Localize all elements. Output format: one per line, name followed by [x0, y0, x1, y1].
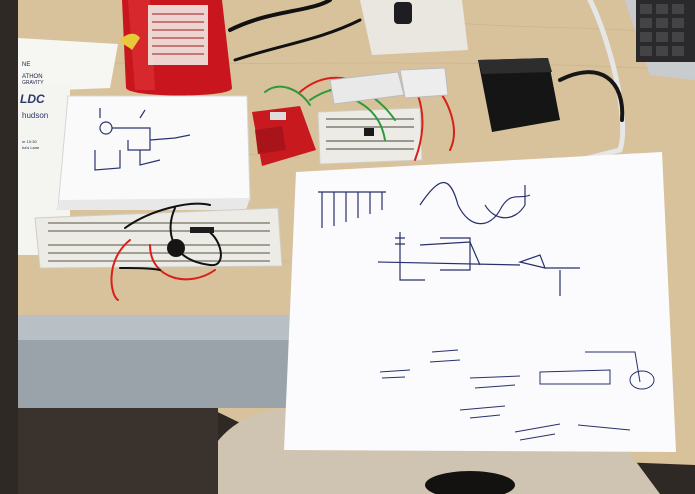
- circuit-sketch-drawing: [94, 108, 191, 171]
- banana: [120, 33, 140, 50]
- battery-pack: [478, 58, 560, 132]
- large-sketch-paper: [284, 152, 676, 452]
- component-bag: [360, 0, 468, 55]
- component-header: [190, 227, 214, 233]
- circuit-sketch-sheet: [57, 95, 251, 209]
- document-brand: hudson: [22, 111, 49, 120]
- circuit-sketch-sheet-under: [56, 198, 250, 210]
- laptop-corner: [625, 0, 695, 80]
- red-soda-can: [122, 0, 232, 96]
- lipo-battery-2: [399, 67, 449, 99]
- document-footer-1: nr 10:30: [22, 139, 37, 144]
- large-board-wires: [110, 202, 222, 301]
- document-logo-mark: LDC: [20, 92, 45, 106]
- circuit-diagram-sketch: [377, 232, 580, 296]
- document-line-3: GRAVITY: [22, 80, 44, 86]
- large-breadboard: [34, 207, 283, 269]
- table-edge-highlight: [18, 315, 290, 340]
- document-footer-2: ha's Lane: [22, 145, 40, 150]
- document-line-2: ATHON: [22, 74, 43, 80]
- document-line-1: NE: [22, 62, 31, 68]
- capacitor: [394, 2, 412, 24]
- shoe: [425, 471, 515, 494]
- buzzer-speaker: [167, 239, 185, 257]
- waveform-sketches: [318, 182, 531, 228]
- top-cables: [228, 0, 626, 163]
- floor-strip: [18, 408, 218, 494]
- red-arduino-board: [252, 106, 316, 166]
- small-breadboard: [317, 107, 423, 165]
- math-notes-sketch: [379, 349, 655, 441]
